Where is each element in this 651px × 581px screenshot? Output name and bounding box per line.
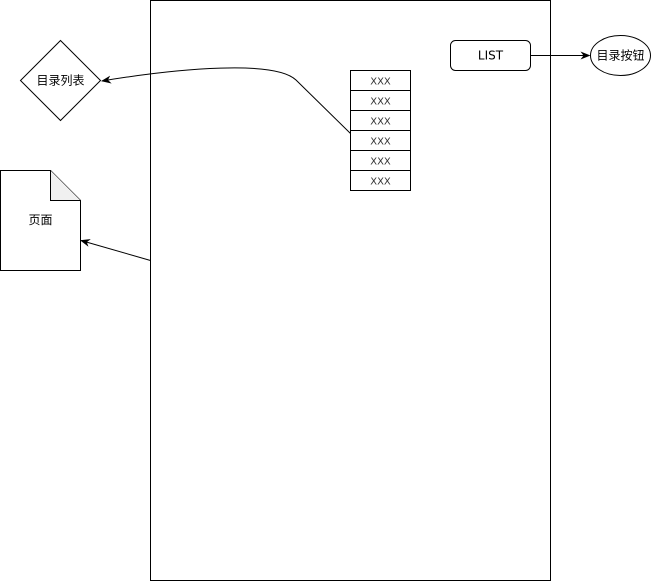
dropdown-list: XXX XXX XXX XXX XXX XXX <box>350 70 411 191</box>
page-node: 页面 <box>0 170 81 271</box>
list-item[interactable]: XXX <box>350 110 411 131</box>
page-label: 页面 <box>28 213 52 227</box>
list-item-label: XXX <box>370 97 391 108</box>
list-button[interactable]: LIST <box>450 40 531 71</box>
list-item-box <box>350 170 411 191</box>
catalog-list-node: 目录列表 <box>19 39 102 122</box>
page-folded-corner <box>50 170 81 201</box>
catalog-list-label: 目录列表 <box>36 74 84 88</box>
list-item[interactable]: XXX <box>350 90 411 111</box>
catalog-button-node: 目录按钮 <box>590 35 651 76</box>
list-item[interactable]: XXX <box>350 150 411 171</box>
list-item[interactable]: XXX <box>350 130 411 151</box>
arrow-list-to-catalog-list <box>101 67 351 134</box>
list-item-label: XXX <box>370 157 391 168</box>
list-item[interactable]: XXX <box>350 170 411 191</box>
list-item-label: XXX <box>370 137 391 148</box>
list-item-label: XXX <box>370 77 391 88</box>
arrow-frame-to-page <box>80 239 151 261</box>
list-item[interactable]: XXX <box>350 70 411 91</box>
list-item-label: XXX <box>370 177 391 188</box>
list-button-label: LIST <box>478 49 504 63</box>
catalog-button-label: 目录按钮 <box>596 48 644 63</box>
list-item-label: XXX <box>370 117 391 128</box>
